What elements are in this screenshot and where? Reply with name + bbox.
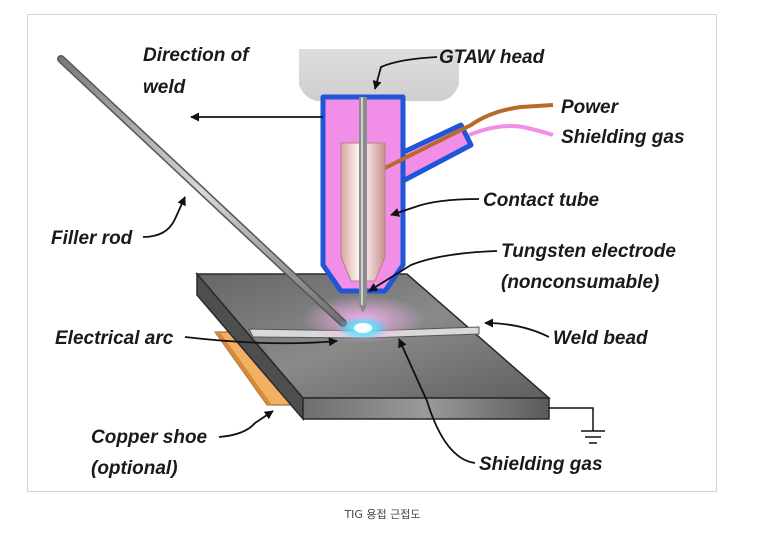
- electrical-arc: [337, 316, 389, 340]
- label-contact-tube: Contact tube: [483, 190, 600, 211]
- label-electrical-arc: Electrical arc: [55, 328, 174, 349]
- label-shielding-gas-bottom: Shielding gas: [479, 454, 603, 475]
- label-tungsten-electrode: Tungsten electrode (nonconsumable): [501, 241, 681, 293]
- ground-symbol: [549, 407, 605, 444]
- diagram-frame: Direction of weld GTAW head Power Shield…: [27, 14, 717, 492]
- label-gtaw-head: GTAW head: [439, 47, 545, 68]
- label-filler-rod: Filler rod: [51, 228, 133, 249]
- tungsten-leader: [368, 250, 498, 292]
- filler-rod: [57, 55, 347, 327]
- filler-rod-leader: [142, 196, 186, 238]
- shielding-gas-hose: [468, 124, 554, 137]
- label-weld-bead: Weld bead: [553, 328, 648, 349]
- figure-caption: TIG 용접 근접도: [344, 508, 421, 521]
- tungsten-electrode: [359, 97, 367, 313]
- contact-tube-leader: [390, 198, 480, 217]
- electrical-arc-leader: [184, 336, 338, 347]
- label-power: Power: [561, 97, 620, 118]
- weld-bead-leader: [484, 318, 550, 338]
- label-direction-line2: weld: [143, 77, 186, 98]
- label-direction-line1: Direction of: [143, 45, 250, 66]
- shielding-gas-leader: [398, 338, 476, 464]
- label-copper-line1: Copper shoe: [91, 427, 208, 448]
- label-copper-shoe: Copper shoe (optional): [91, 427, 212, 479]
- power-cable: [382, 103, 554, 171]
- label-direction-of-weld: Direction of weld: [143, 45, 254, 98]
- label-tungsten-line2: (nonconsumable): [501, 272, 659, 293]
- leader-arrows: [142, 56, 550, 464]
- label-copper-line2: (optional): [91, 458, 178, 479]
- gtaw-head-leader: [372, 56, 438, 90]
- tig-welding-diagram: Direction of weld GTAW head Power Shield…: [51, 45, 685, 479]
- label-tungsten-line1: Tungsten electrode: [501, 241, 676, 262]
- copper-shoe-leader: [218, 410, 274, 438]
- label-shielding-gas-top: Shielding gas: [561, 127, 685, 148]
